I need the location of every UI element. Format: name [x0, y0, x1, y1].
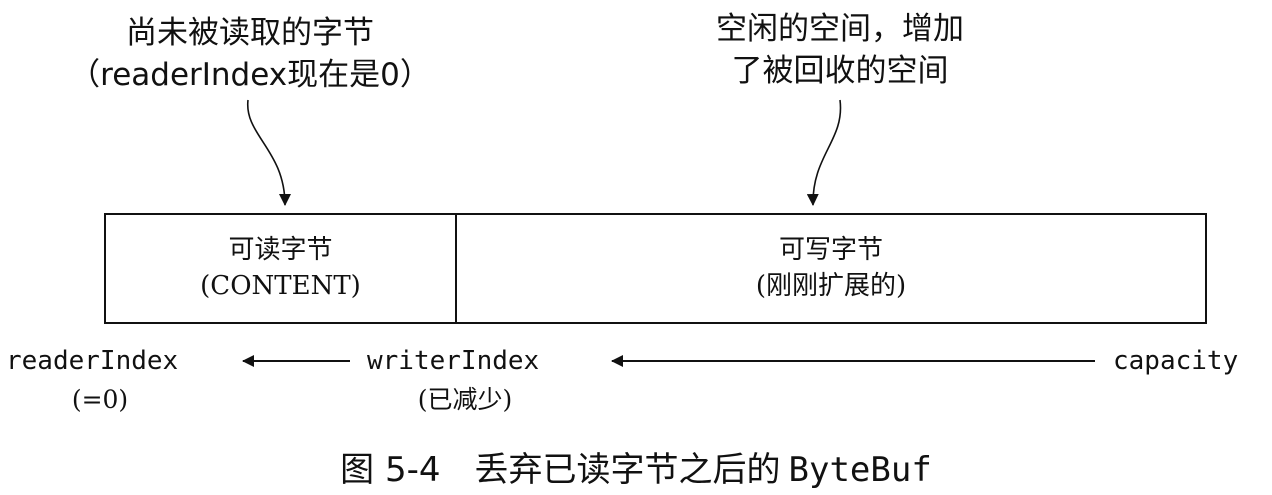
writable-bytes-subtitle: (刚刚扩展的) [755, 271, 907, 301]
capacity-label: capacity [1113, 346, 1239, 376]
figure-caption-text: 图 5-4 丢弃已读字节之后的 [340, 450, 781, 490]
callout-arrow-readable [247, 99, 291, 206]
readable-bytes-label: 可读字节 (CONTENT) [106, 232, 455, 304]
writable-bytes-title: 可写字节 [778, 235, 883, 265]
callout-arrow-writable [806, 99, 842, 206]
reader-index-label: readerIndex [6, 346, 179, 376]
unread-bytes-annotation-line1: 尚未被读取的字节 [126, 15, 374, 51]
unread-bytes-annotation-line2: （readerIndex现在是0） [69, 57, 431, 93]
readable-bytes-subtitle: (CONTENT) [200, 271, 361, 301]
buffer-outline [104, 213, 1207, 324]
writable-bytes-label: 可写字节 (刚刚扩展的) [457, 232, 1205, 304]
writer-index-note: (已减少) [417, 385, 513, 414]
figure-caption-code: ByteBuf [788, 450, 932, 490]
reader-index-note: (=0) [71, 385, 129, 414]
unread-bytes-annotation: 尚未被读取的字节 （readerIndex现在是0） [40, 12, 460, 96]
readable-bytes-title: 可读字节 [228, 235, 333, 265]
free-space-annotation-line2: 了被回收的空间 [731, 53, 949, 89]
free-space-annotation-line1: 空闲的空间，增加 [716, 11, 964, 47]
writer-index-label: writerIndex [367, 346, 540, 376]
free-space-annotation: 空闲的空间，增加 了被回收的空间 [670, 8, 1010, 92]
